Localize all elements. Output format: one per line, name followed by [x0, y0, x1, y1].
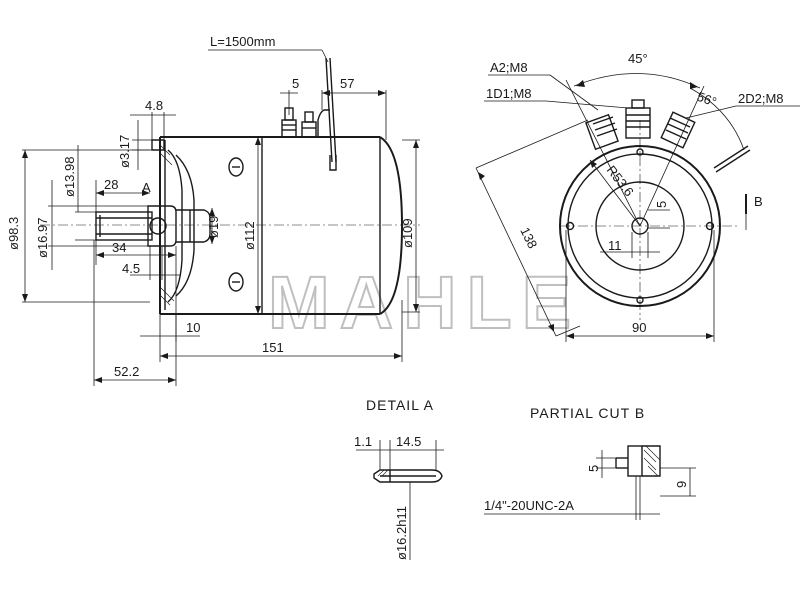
terminal-1d1-label: 1D1;M8 — [486, 86, 532, 101]
end-cable — [713, 145, 749, 169]
dim-109-label: ø109 — [400, 218, 415, 248]
thread-spec-label: 1/4"-20UNC-2A — [484, 498, 574, 513]
terminal-1d1 — [625, 99, 651, 139]
dim-13-98-label: ø13.98 — [62, 157, 77, 197]
cable-length-label: L=1500mm — [210, 34, 275, 49]
dim-28-label: 28 — [104, 177, 118, 192]
angle-56-label: 56° — [695, 89, 719, 110]
detail-a-title: DETAIL A — [366, 397, 434, 413]
radius-label: R53.6 — [604, 163, 637, 200]
dim-52-2-label: 52.2 — [114, 364, 139, 379]
dim-112: ø112 — [242, 137, 261, 314]
dim-4-8: 4.8 — [130, 98, 176, 140]
dim-4-5: 4.5 — [122, 246, 180, 280]
dim-4-5-label: 4.5 — [122, 261, 140, 276]
dim-112-label: ø112 — [242, 221, 257, 250]
end-dim-11: 11 — [600, 232, 660, 258]
terminal-labels: A2;M8 1D1;M8 2D2;M8 — [484, 60, 800, 119]
dim-16-97-label: ø16.97 — [35, 218, 50, 258]
dim-109: ø109 — [400, 139, 420, 313]
dim-13-98: ø13.98 — [62, 145, 96, 241]
end-dim-11-label: 11 — [608, 238, 622, 253]
dim-34: 34 — [95, 240, 176, 265]
dim-3-17: ø3.17 — [117, 120, 152, 170]
section-b-label: B — [754, 194, 763, 209]
detail-a-14-5-label: 14.5 — [396, 434, 421, 449]
end-dim-5-label: 5 — [654, 201, 669, 208]
detail-a-1-1-label: 1.1 — [354, 434, 372, 449]
angle-45: 45° — [565, 51, 701, 227]
terminal-2d2 — [660, 111, 696, 149]
housing-screw-bottom — [228, 272, 244, 292]
dim-10: 10 — [140, 314, 200, 342]
dim-28: 28 A — [95, 177, 151, 212]
detail-a-part — [373, 469, 443, 483]
angle-45-label: 45° — [628, 51, 648, 66]
dim-16-97: ø16.97 — [35, 180, 148, 270]
dim-10-label: 10 — [186, 320, 200, 335]
partial-cut-b-5-label: 5 — [586, 465, 601, 472]
motor-housing — [159, 136, 404, 315]
dim-98-3: ø98.3 — [6, 149, 150, 303]
end-dim-90-label: 90 — [632, 320, 646, 335]
dim-98-3-label: ø98.3 — [6, 217, 21, 250]
dim-19: ø19 — [206, 208, 221, 244]
cable-length-callout: L=1500mm — [208, 34, 329, 63]
dim-151: 151 — [159, 300, 403, 362]
terminal-2d2-label: 2D2;M8 — [738, 91, 784, 106]
partial-cut-b-dim-5: 5 — [586, 450, 616, 478]
dim-57: 57 — [340, 76, 354, 91]
end-dim-5: 5 — [648, 201, 670, 229]
housing-screw-top — [228, 157, 244, 177]
section-b-marker: B — [745, 194, 763, 230]
end-housing — [559, 145, 721, 307]
partial-cut-b-thread: 1/4"-20UNC-2A — [484, 476, 660, 520]
dim-5-top: 5 — [292, 76, 299, 91]
detail-a: DETAIL A 1.1 14.5 ø16.2h11 — [354, 397, 444, 560]
dim-3-17-label: ø3.17 — [117, 135, 132, 168]
cable-line — [325, 57, 333, 163]
end-dim-138-label: 138 — [517, 225, 540, 251]
partial-cut-b: PARTIAL CUT B 5 9 — [484, 405, 696, 520]
detail-a-dim-1-1: 1.1 14.5 — [354, 434, 444, 470]
partial-cut-b-9-label: 9 — [674, 481, 689, 488]
partial-cut-b-part — [615, 445, 661, 477]
detail-a-marker: A — [142, 180, 151, 195]
dim-4-8-label: 4.8 — [145, 98, 163, 113]
keyway — [151, 139, 165, 151]
mahle-watermark: MAHLE — [268, 261, 581, 344]
end-dim-90: 90 — [565, 230, 715, 342]
dim-34-label: 34 — [112, 240, 126, 255]
angle-56: 56° — [639, 85, 745, 227]
detail-a-dim-16-2: ø16.2h11 — [394, 482, 411, 560]
dim-top-5-57: 5 57 — [280, 76, 387, 140]
partial-cut-b-title: PARTIAL CUT B — [530, 405, 645, 421]
side-view: L=1500mm 5 57 4.8 ø3.17 — [6, 34, 420, 386]
dim-151-label: 151 — [262, 340, 284, 355]
top-terminals — [281, 57, 337, 171]
terminal-a2-label: A2;M8 — [490, 60, 528, 75]
detail-a-16-2-label: ø16.2h11 — [394, 506, 409, 560]
motor-shaft — [95, 205, 211, 247]
terminal-a2 — [585, 113, 619, 151]
dim-52-2: 52.2 — [93, 240, 177, 386]
partial-cut-b-dim-9: 9 — [660, 467, 696, 497]
dim-19-label: ø19 — [206, 216, 221, 238]
